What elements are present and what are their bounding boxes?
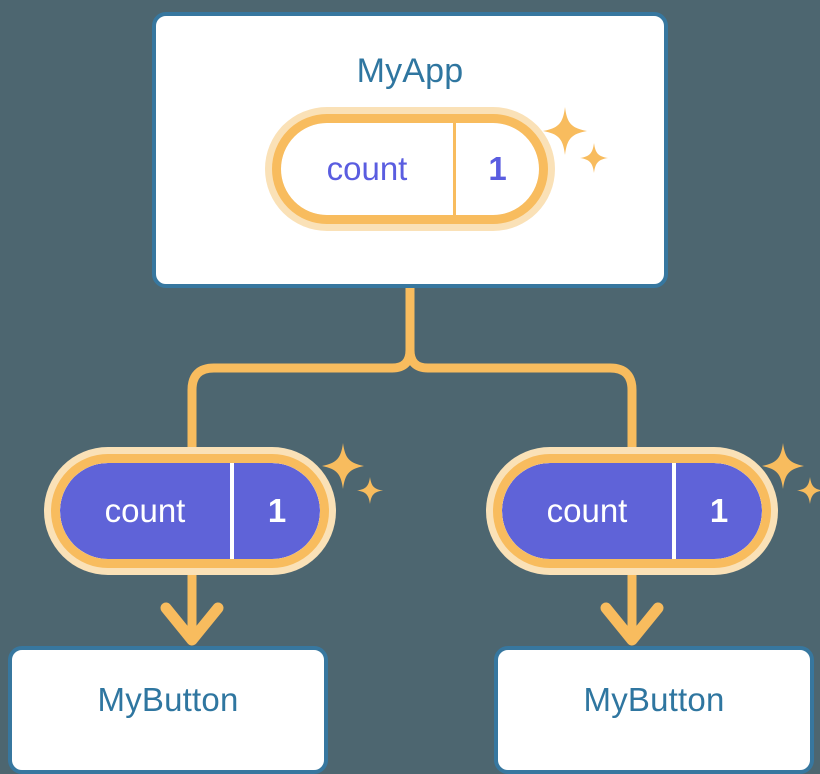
state-pill-ring: count 1 — [272, 114, 548, 224]
state-key-label: count — [502, 463, 672, 559]
arrow-down-left — [160, 572, 224, 646]
state-pill-inner: count 1 — [60, 463, 320, 559]
state-pill-ring: count 1 — [493, 454, 771, 568]
state-pill-inner: count 1 — [281, 123, 539, 215]
state-value-label: 1 — [453, 123, 539, 215]
state-pill-child-left[interactable]: count 1 — [44, 447, 336, 575]
state-pill-myapp[interactable]: count 1 — [265, 107, 555, 231]
state-pill-child-right[interactable]: count 1 — [486, 447, 778, 575]
component-title: MyButton — [583, 681, 725, 718]
state-value-label: 1 — [234, 463, 320, 559]
component-card-mybutton-left[interactable]: MyButton — [8, 646, 328, 774]
component-card-mybutton-right[interactable]: MyButton — [494, 646, 814, 774]
state-pill-ring: count 1 — [51, 454, 329, 568]
state-value-label: 1 — [676, 463, 762, 559]
page-title: MyApp — [356, 52, 464, 90]
state-branch-right — [405, 345, 637, 457]
state-trunk-connector — [187, 282, 415, 457]
component-title: MyButton — [97, 681, 239, 718]
state-key-label: count — [60, 463, 230, 559]
state-pill-inner: count 1 — [502, 463, 762, 559]
arrow-down-right — [600, 572, 664, 646]
state-key-label: count — [326, 150, 408, 187]
